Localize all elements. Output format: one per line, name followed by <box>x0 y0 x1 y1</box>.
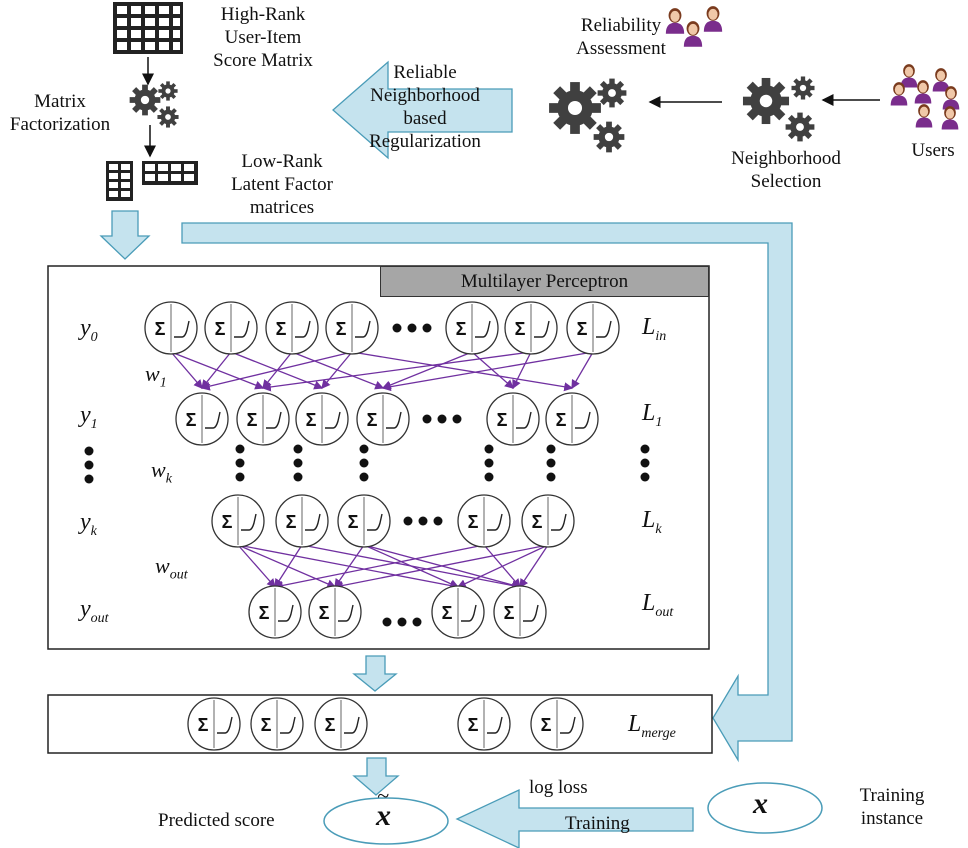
y1-label: y1 <box>80 402 98 432</box>
latent-row-matrix-icon <box>142 161 198 185</box>
lout-label: Lout <box>642 590 674 620</box>
training-instance-label: Training instance <box>859 785 925 829</box>
output-neuron <box>248 585 302 639</box>
training-arrow <box>455 788 694 848</box>
hidden1-neuron <box>175 392 229 446</box>
input-neuron <box>566 301 620 355</box>
w1-label: w1 <box>145 361 167 391</box>
training-x-symbol: x <box>753 787 768 820</box>
users-label: Users <box>911 140 955 161</box>
hidden1-neuron <box>356 392 410 446</box>
neighborhood-gears-icon <box>742 76 815 142</box>
merge-neuron <box>314 697 368 751</box>
connections <box>170 351 594 591</box>
reliability-assessment-label: Reliability Assessment <box>576 15 666 59</box>
wk-label: wk <box>151 457 172 487</box>
output-neuron <box>493 585 547 639</box>
merge-to-prediction-arrow <box>352 757 400 796</box>
predicted-score-label: Predicted score <box>158 810 275 831</box>
regularization-arrow <box>332 60 513 160</box>
input-neuron <box>204 301 258 355</box>
training-label: Training <box>565 813 630 834</box>
lmerge-label: Lmerge <box>628 711 676 741</box>
reliable-regularization-label: Reliable Neighborhood based Regularizati… <box>369 62 481 152</box>
mlp-to-merge-arrow <box>352 655 398 692</box>
ellipsis-dots <box>84 323 650 627</box>
l1-label: L1 <box>642 400 663 430</box>
hiddenk-neuron <box>521 494 575 548</box>
merge-neuron <box>457 697 511 751</box>
high-rank-matrix-icon <box>113 2 183 54</box>
merge-neuron <box>530 697 584 751</box>
output-neuron <box>431 585 485 639</box>
mlp-title: Multilayer Perceptron <box>380 266 709 297</box>
y0-label: y0 <box>80 315 98 345</box>
log-loss-label: log loss <box>529 777 588 798</box>
hiddenk-neuron <box>275 494 329 548</box>
input-neuron <box>504 301 558 355</box>
hidden1-neuron <box>295 392 349 446</box>
input-neuron <box>325 301 379 355</box>
latent-to-mlp-arrow <box>99 210 151 260</box>
regularization-gears-icon <box>549 78 627 153</box>
hiddenk-neuron <box>457 494 511 548</box>
merge-neuron <box>187 697 241 751</box>
lk-label: Lk <box>642 507 662 537</box>
lin-label: Lin <box>642 314 667 344</box>
predicted-score-ellipse <box>323 797 449 845</box>
input-neuron <box>144 301 198 355</box>
matrix-factorization-label: Matrix Factorization <box>9 91 111 135</box>
hidden1-neuron <box>486 392 540 446</box>
predicted-x-symbol: x <box>376 799 391 832</box>
hidden1-neuron <box>236 392 290 446</box>
merge-box <box>47 694 713 754</box>
latent-factor-label: Low-Rank Latent Factor matrices <box>231 151 333 218</box>
hiddenk-neuron <box>211 494 265 548</box>
latent-to-merge-arrow <box>181 222 793 763</box>
hiddenk-neuron <box>337 494 391 548</box>
yout-label: yout <box>80 596 109 626</box>
tilde-symbol: ~ <box>377 783 389 808</box>
yk-label: yk <box>80 509 97 539</box>
high-rank-matrix-label: High-Rank User-Item Score Matrix <box>213 4 313 71</box>
training-instance-ellipse <box>707 782 823 834</box>
input-neuron <box>265 301 319 355</box>
output-neuron <box>308 585 362 639</box>
input-neuron <box>445 301 499 355</box>
users-people-icon <box>890 64 960 130</box>
neighborhood-selection-label: Neighborhood Selection <box>731 148 841 192</box>
hidden1-neuron <box>545 392 599 446</box>
merge-neuron <box>250 697 304 751</box>
wout-label: wout <box>155 553 188 583</box>
latent-column-matrix-icon <box>106 161 133 201</box>
factorization-gears-icon <box>129 81 179 128</box>
